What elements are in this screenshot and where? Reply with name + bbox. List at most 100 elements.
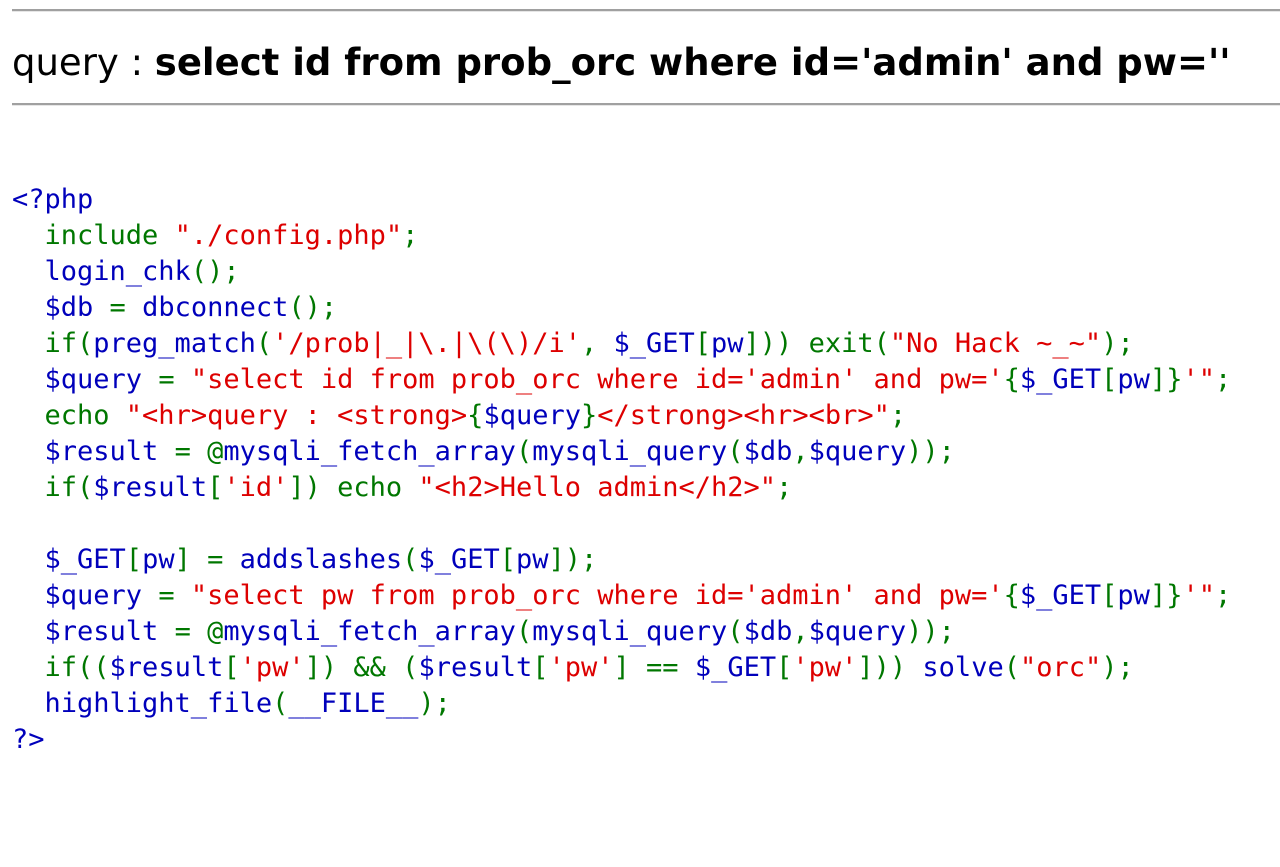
code-token: [: [776, 652, 793, 683]
code-token: pw: [142, 544, 175, 575]
code-token: = @: [174, 616, 224, 647]
code-token: $result: [418, 652, 533, 683]
code-token: highlight_file: [12, 688, 273, 719]
code-token: "<hr>query : <strong>: [125, 400, 468, 431]
code-token: [: [207, 472, 224, 503]
code-token: mysqli_fetch_array: [223, 616, 516, 647]
code-token: mysqli_query: [532, 436, 728, 467]
code-token: <?php: [12, 184, 94, 215]
code-token: pw: [1117, 580, 1150, 611]
code-token: );: [1101, 652, 1134, 683]
php-source-code: <?php include "./config.php"; login_chk(…: [12, 182, 1277, 758]
code-token: ])) exit(: [743, 328, 890, 359]
code-token: (: [515, 616, 533, 647]
code-token: [: [1101, 364, 1118, 395]
code-token: ]}: [1149, 580, 1183, 611]
code-token: pw: [1117, 364, 1150, 395]
code-token: {: [1003, 364, 1020, 395]
query-output: query : select id from prob_orc where id…: [12, 36, 1231, 90]
code-line: ?>: [12, 722, 1277, 758]
code-line: $query = "select pw from prob_orc where …: [12, 578, 1277, 614]
code-token: ();: [288, 292, 338, 323]
code-token: (: [727, 436, 744, 467]
code-token: =: [109, 292, 143, 323]
code-token: ] =: [174, 544, 240, 575]
code-token: ;: [402, 220, 419, 251]
code-token: ));: [906, 436, 955, 467]
code-token: $result: [109, 652, 224, 683]
code-token: ;: [1214, 364, 1232, 395]
code-token: (: [255, 328, 273, 359]
code-token: ,: [792, 436, 809, 467]
code-token: [: [499, 544, 516, 575]
code-token: =: [158, 364, 191, 395]
code-token: mysqli_fetch_array: [223, 436, 516, 467]
code-token: ])): [857, 652, 923, 683]
code-token: ]}: [1149, 364, 1183, 395]
code-token: "orc": [1019, 652, 1102, 683]
code-token: [: [694, 328, 712, 359]
code-line: highlight_file(__FILE__);: [12, 686, 1277, 722]
code-token: echo: [12, 400, 126, 431]
code-token: $query: [808, 436, 907, 467]
code-token: $result: [12, 616, 175, 647]
code-line: if(preg_match('/prob|_|\.|\(\)/i', $_GET…: [12, 326, 1277, 362]
code-token: (: [727, 616, 744, 647]
code-token: }: [580, 400, 598, 431]
code-line: include "./config.php";: [12, 218, 1277, 254]
code-token: {: [1003, 580, 1020, 611]
code-token: (: [402, 544, 419, 575]
code-token: ?>: [12, 724, 45, 755]
code-token: ));: [906, 616, 955, 647]
code-token: "select pw from prob_orc where id='admin…: [190, 580, 1004, 611]
code-token: [: [125, 544, 143, 575]
code-line: if($result['id']) echo "<h2>Hello admin<…: [12, 470, 1277, 506]
code-token: '": [1182, 580, 1215, 611]
code-token: if((: [12, 652, 110, 683]
code-token: $result: [93, 472, 208, 503]
code-token: 'pw': [239, 652, 305, 683]
code-token: "<h2>Hello admin</h2>": [418, 472, 777, 503]
code-token: $_GET: [613, 328, 695, 359]
code-token: [: [532, 652, 549, 683]
code-token: solve: [922, 652, 1004, 683]
code-token: if(: [12, 472, 94, 503]
code-token: pw: [515, 544, 549, 575]
code-token: $db: [743, 436, 793, 467]
code-token: preg_match: [93, 328, 256, 359]
code-token: $result: [12, 436, 175, 467]
code-token: =: [158, 580, 191, 611]
code-line: $db = dbconnect();: [12, 290, 1277, 326]
code-line: $_GET[pw] = addslashes($_GET[pw]);: [12, 542, 1277, 578]
code-token: __FILE__: [288, 688, 419, 719]
code-token: $_GET: [418, 544, 500, 575]
code-token: '/prob|_|\.|\(\)/i': [272, 328, 581, 359]
query-label: query :: [12, 41, 155, 84]
code-token: [: [1101, 580, 1118, 611]
code-line: <?php: [12, 182, 1277, 218]
code-token: </strong><hr><br>": [597, 400, 890, 431]
code-line: login_chk();: [12, 254, 1277, 290]
code-token: ]);: [548, 544, 598, 575]
code-token: dbconnect: [142, 292, 289, 323]
code-token: if(: [12, 328, 94, 359]
code-token: '": [1182, 364, 1215, 395]
code-line: $result = @mysqli_fetch_array(mysqli_que…: [12, 614, 1277, 650]
code-token: ;: [1214, 580, 1232, 611]
code-token: ] ==: [613, 652, 695, 683]
code-token: (: [272, 688, 289, 719]
code-token: );: [1101, 328, 1134, 359]
code-token: mysqli_query: [532, 616, 728, 647]
code-line: $query = "select id from prob_orc where …: [12, 362, 1277, 398]
code-token: include: [12, 220, 175, 251]
code-line: $result = @mysqli_fetch_array(mysqli_que…: [12, 434, 1277, 470]
code-token: {: [467, 400, 484, 431]
code-token: ,: [792, 616, 809, 647]
code-token: "./config.php": [174, 220, 403, 251]
code-token: $query: [12, 580, 159, 611]
code-token: ;: [889, 400, 907, 431]
code-token: pw: [711, 328, 744, 359]
code-token: $query: [12, 364, 159, 395]
code-line: if(($result['pw']) && ($result['pw'] == …: [12, 650, 1277, 686]
code-token: $_GET: [12, 544, 126, 575]
